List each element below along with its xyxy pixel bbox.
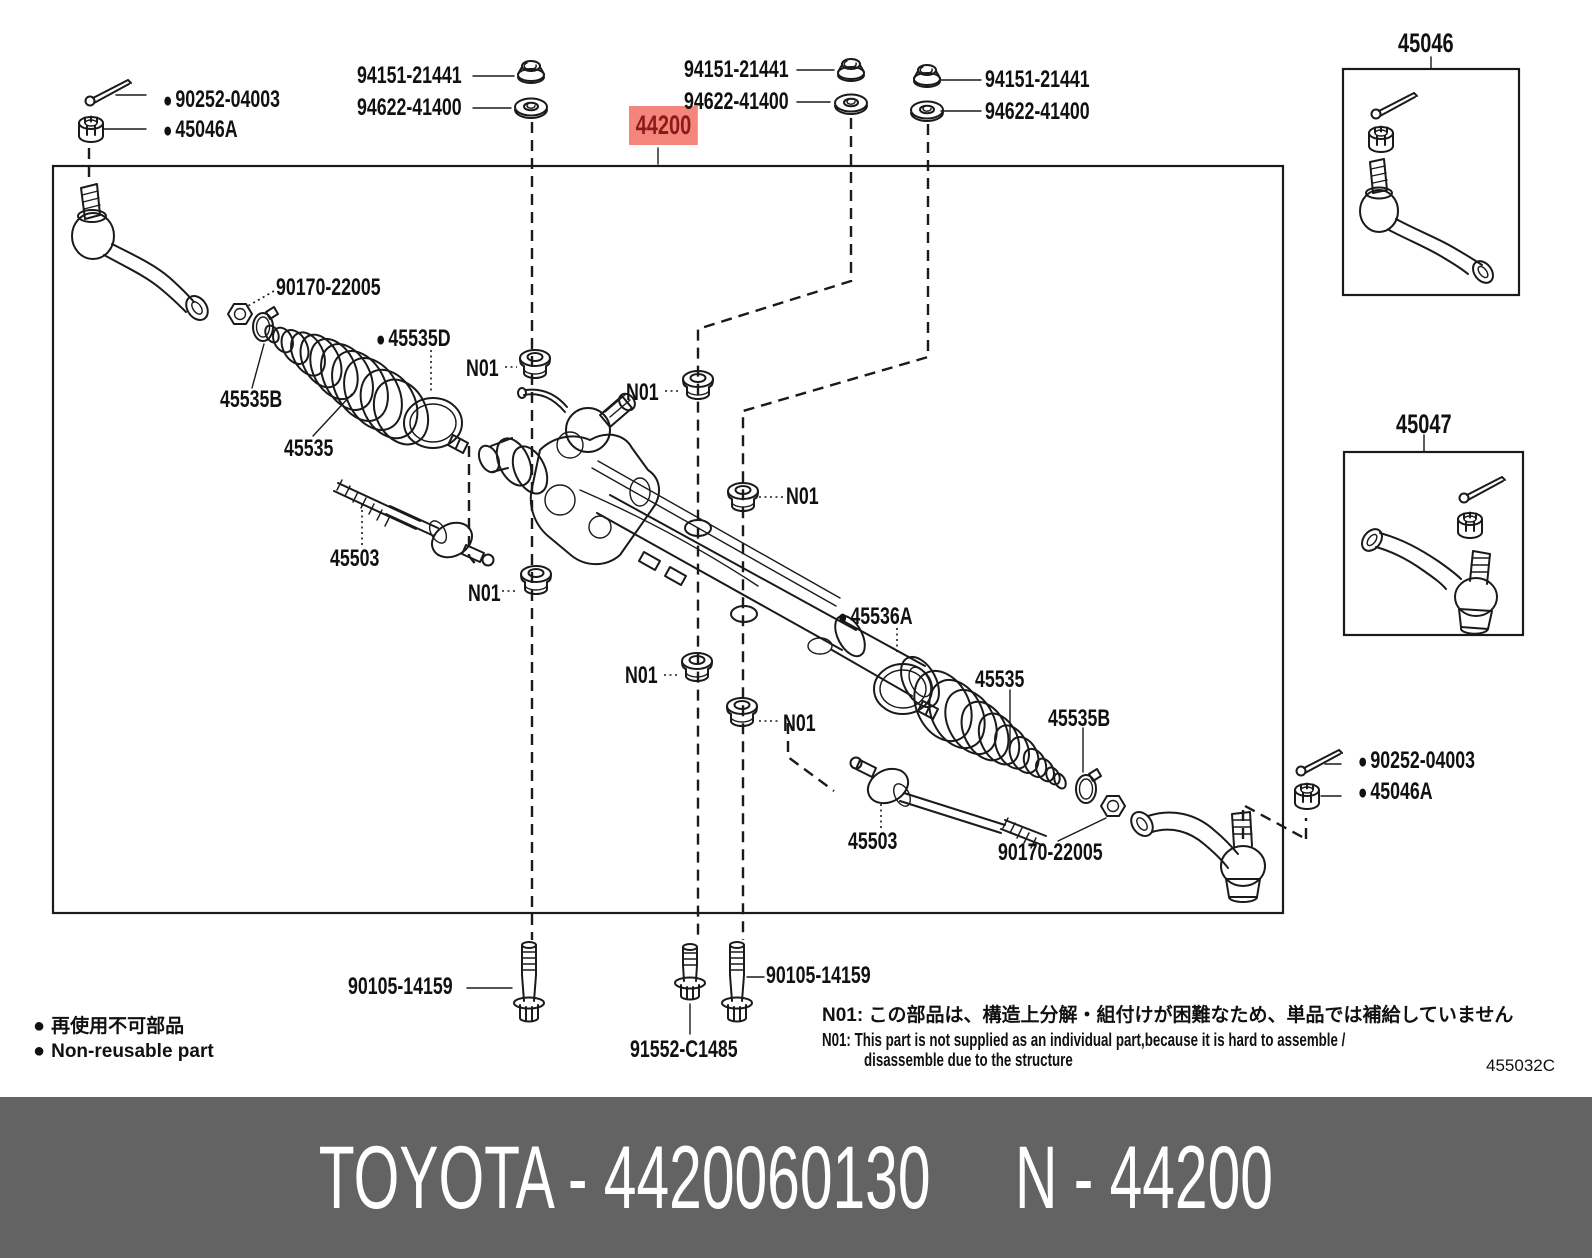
note-n01-english-line2: disassemble due to the structure (864, 1050, 1073, 1070)
rack-end-nut-left-icon (227, 303, 253, 325)
washer-icon (834, 93, 868, 115)
note-n01-english-line1: N01: This part is not supplied as an ind… (822, 1030, 1346, 1050)
note-ref-label-n01: N01 (468, 580, 501, 607)
mount-grommet-icon (520, 565, 552, 595)
part-label-94151-21441[interactable]: 94151-21441 (985, 66, 1090, 93)
note-ref-label-n01: N01 (783, 710, 816, 737)
part-label-94622-41400[interactable]: 94622-41400 (985, 98, 1090, 125)
legend-non-reusable-jp: ●再使用不可部品 (33, 1015, 185, 1037)
part-label-45535D[interactable]: ●45535D (376, 325, 451, 352)
kit-box-45046 (1341, 67, 1521, 297)
rack-boot-left-drawing (227, 303, 469, 454)
part-label-45046A[interactable]: ●45046A (1358, 778, 1433, 805)
mount-grommet-icon (519, 349, 551, 379)
mount-bolt-icon (721, 941, 753, 1023)
part-label-90105-14159[interactable]: 90105-14159 (348, 973, 453, 1000)
part-label-90105-14159[interactable]: 90105-14159 (766, 962, 871, 989)
note-n01-japanese: N01: この部品は、構造上分解・組付けが困難なため、単品では補給していません (822, 1005, 1514, 1026)
footer-full-part-number: TOYOTA - 4420060130 (318, 1127, 931, 1227)
inner-tie-rod-left-drawing (333, 479, 495, 567)
part-label-94622-41400[interactable]: 94622-41400 (684, 88, 789, 115)
note-ref-label-n01: N01 (626, 379, 659, 406)
tie-rod-end-left-drawing (71, 183, 209, 321)
non-reusable-bullet-icon: ● (163, 89, 173, 112)
part-label-90252-04003[interactable]: ●90252-04003 (163, 86, 281, 113)
non-reusable-bullet-icon: ● (1358, 781, 1368, 804)
part-label-94622-41400[interactable]: 94622-41400 (357, 94, 462, 121)
castle-nut-icon (78, 115, 104, 143)
highlighted-part-label-44200[interactable]: 44200 (629, 106, 698, 145)
tie-rod-kit-45046-drawing (1359, 92, 1494, 284)
legend-non-reusable-en: ●Non-reusable part (33, 1040, 214, 1062)
main-diagram-frame (51, 164, 1285, 915)
part-label-45046[interactable]: 45046 (1398, 28, 1454, 58)
part-label-45503[interactable]: 45503 (330, 545, 380, 572)
note-ref-label-n01: N01 (625, 662, 658, 689)
diagram-canvas (51, 56, 1525, 1035)
rack-boot-right-drawing (873, 663, 1126, 817)
part-label-45535B[interactable]: 45535B (1048, 705, 1111, 732)
lock-nut-icon (517, 60, 545, 84)
part-label-90170-22005[interactable]: 90170-22005 (998, 839, 1103, 866)
lock-nut-icon (837, 58, 865, 82)
part-label-91552-C1485[interactable]: 91552-C1485 (630, 1036, 738, 1063)
footer-part-number-bar: TOYOTA - 4420060130 N - 44200 (0, 1097, 1592, 1258)
non-reusable-bullet-icon: ● (163, 119, 173, 142)
lock-nut-icon (913, 64, 941, 88)
inner-tie-rod-right-drawing (849, 756, 1047, 849)
tie-rod-kit-45047-drawing (1361, 476, 1506, 635)
non-reusable-bullet-icon: ● (33, 1040, 46, 1062)
castle-nut-icon (1294, 782, 1320, 810)
part-label-94151-21441[interactable]: 94151-21441 (684, 56, 789, 83)
kit-box-45047 (1342, 450, 1525, 637)
non-reusable-bullet-icon: ● (376, 328, 386, 351)
non-reusable-bullet-icon: ● (1358, 750, 1368, 773)
part-label-45535[interactable]: 45535 (284, 435, 334, 462)
boot-clamp-small-right-icon (1075, 768, 1102, 804)
non-reusable-bullet-icon: ● (33, 1015, 46, 1037)
part-label-90170-22005[interactable]: 90170-22005 (276, 274, 381, 301)
non-reusable-bullet-icon: ● (838, 606, 848, 629)
steering-rack-drawing (477, 387, 940, 708)
alignment-dashed-lines (87, 118, 1308, 940)
part-label-94151-21441[interactable]: 94151-21441 (357, 62, 462, 89)
rack-end-nut-right-icon (1100, 795, 1126, 817)
part-label-45536A[interactable]: ●45536A (838, 603, 913, 630)
part-label-45047[interactable]: 45047 (1396, 409, 1452, 439)
washer-icon (910, 100, 944, 122)
washer-icon (514, 97, 548, 119)
boot-clamp-large-left-icon (403, 397, 469, 454)
note-ref-label-n01: N01 (786, 483, 819, 510)
part-label-45046A[interactable]: ●45046A (163, 116, 238, 143)
tie-rod-end-right-drawing (1130, 811, 1266, 903)
mount-bolt-icon (513, 941, 545, 1023)
footer-short-part-number: N - 44200 (1015, 1127, 1274, 1227)
part-label-45503[interactable]: 45503 (848, 828, 898, 855)
diagram-ref-code: 455032C (1486, 1056, 1556, 1075)
mount-bolt-icon (674, 943, 706, 1001)
cotter-pin-icon (1295, 749, 1343, 777)
leader-lines (103, 56, 1432, 1035)
part-label-45535[interactable]: 45535 (975, 666, 1025, 693)
part-label-45535B[interactable]: 45535B (220, 386, 283, 413)
cotter-pin-icon (84, 79, 132, 107)
note-ref-label-n01: N01 (466, 355, 499, 382)
part-label-90252-04003[interactable]: ●90252-04003 (1358, 747, 1476, 774)
